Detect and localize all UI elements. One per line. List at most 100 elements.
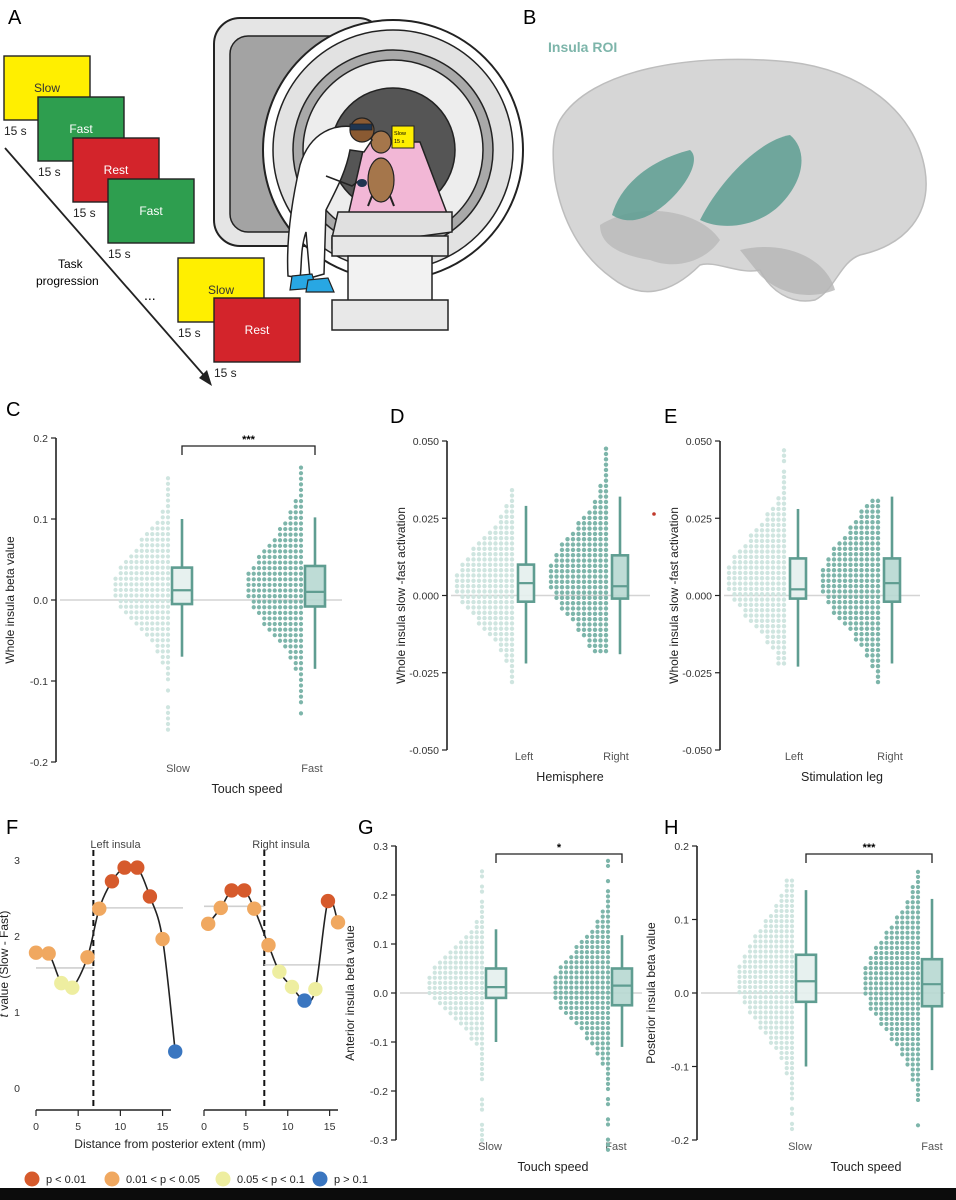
data-point [905, 1031, 910, 1037]
data-point [581, 611, 587, 617]
data-point [448, 960, 453, 965]
data-point [160, 526, 165, 531]
data-point [774, 1010, 779, 1015]
legend-label: 0.05 < p < 0.1 [237, 1174, 305, 1186]
data-point [509, 610, 515, 615]
data-point [603, 478, 609, 483]
y-tick-label: 0.000 [413, 591, 439, 603]
data-point [200, 916, 216, 932]
data-point [565, 558, 570, 563]
data-point [747, 995, 753, 1000]
data-point [509, 535, 515, 541]
data-point [784, 979, 789, 985]
data-point [779, 934, 784, 939]
data-point [598, 579, 603, 585]
data-point [831, 562, 837, 568]
data-point [910, 910, 915, 915]
data-point [113, 593, 118, 598]
data-point [875, 621, 881, 626]
data-point [509, 626, 515, 631]
data-point [464, 965, 469, 970]
data-point [859, 615, 864, 621]
data-point [774, 959, 779, 964]
data-point [471, 605, 476, 610]
data-point [104, 874, 120, 889]
data-point [493, 594, 498, 599]
data-point [842, 589, 848, 594]
data-point [600, 995, 605, 1000]
data-point [458, 1021, 464, 1026]
data-point [474, 919, 479, 925]
data-point [165, 587, 171, 593]
data-point [900, 966, 905, 971]
data-point [753, 995, 758, 1000]
data-point [443, 975, 448, 980]
data-point [781, 480, 787, 485]
data-point [831, 594, 837, 599]
data-point [605, 1031, 611, 1036]
data-point [458, 1001, 464, 1006]
data-point [443, 985, 448, 991]
data-point [288, 638, 293, 643]
data-point [479, 1056, 485, 1061]
data-point [789, 969, 795, 974]
data-point [590, 929, 595, 934]
data-point [864, 546, 870, 552]
data-point [584, 1036, 590, 1041]
data-point [605, 995, 611, 1000]
data-point [298, 582, 304, 588]
data-point [293, 515, 298, 520]
data-point [595, 944, 600, 950]
data-point [748, 592, 754, 597]
data-point [581, 558, 587, 563]
data-point [595, 975, 600, 980]
data-point [165, 481, 171, 486]
data-point [298, 504, 304, 509]
data-point [476, 583, 482, 589]
data-point [863, 986, 868, 991]
data-point [165, 537, 171, 542]
data-point [826, 573, 831, 578]
data-point [875, 647, 881, 653]
data-point [587, 643, 592, 648]
data-point [581, 616, 587, 622]
data-point [504, 610, 509, 615]
data-point [748, 570, 754, 576]
data-point [879, 986, 884, 991]
data-point [603, 595, 609, 601]
data-point [579, 939, 584, 945]
data-point [165, 610, 171, 615]
data-point [748, 618, 754, 624]
data-point [160, 582, 165, 587]
data-point [113, 587, 118, 593]
data-point [879, 1006, 884, 1011]
data-point [144, 599, 150, 604]
data-point [598, 547, 603, 553]
data-point [842, 562, 848, 568]
data-point [742, 984, 747, 990]
data-point [900, 996, 905, 1001]
data-point [129, 587, 134, 593]
data-point [160, 548, 165, 553]
data-point [770, 560, 776, 565]
data-point [915, 935, 921, 940]
data-point [605, 1026, 611, 1031]
data-point [579, 950, 584, 955]
data-point [748, 597, 754, 602]
data-point [763, 949, 768, 954]
data-point [842, 615, 848, 621]
data-point [288, 521, 293, 526]
data-point [590, 934, 595, 940]
x-axis-label: Stimulation leg [801, 770, 883, 784]
data-point [789, 1040, 795, 1045]
data-point [251, 605, 256, 610]
data-point [900, 920, 905, 925]
data-point [479, 940, 485, 945]
data-point [559, 606, 565, 611]
data-point [910, 1021, 915, 1027]
data-point [758, 954, 763, 959]
data-point [889, 935, 894, 940]
data-point [460, 594, 465, 599]
legend-label: p < 0.01 [46, 1174, 86, 1186]
data-point [129, 565, 134, 570]
